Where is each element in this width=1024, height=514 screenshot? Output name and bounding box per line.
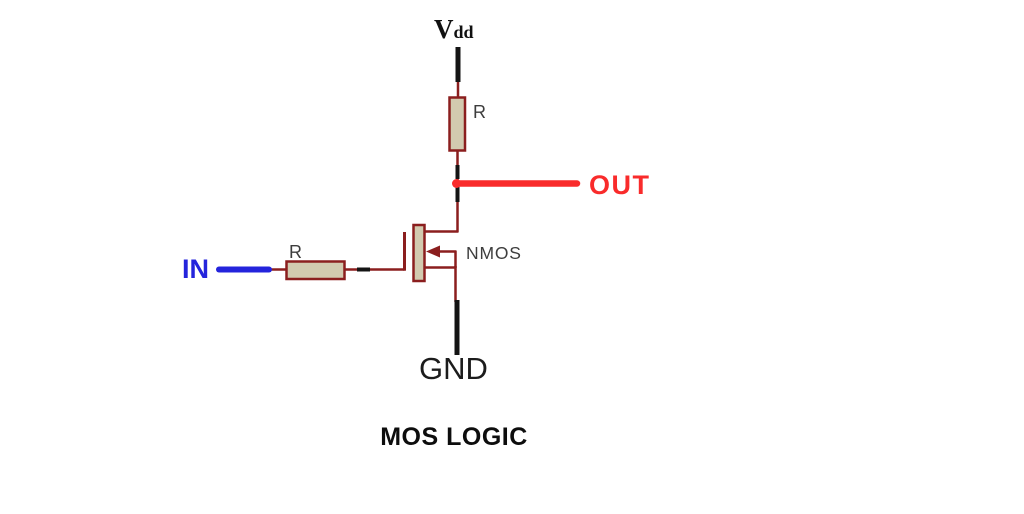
nmos-label: NMOS [466, 243, 522, 263]
out-label: OUT [589, 170, 651, 200]
in-label: IN [182, 254, 209, 284]
vdd-label-main: V [434, 14, 454, 44]
out-junction-dot [452, 179, 461, 188]
gate-resistor-label: R [289, 242, 302, 262]
vdd-label: Vdd [434, 14, 474, 44]
vdd-label-subscript: dd [454, 22, 474, 42]
nmos-channel-body [412, 223, 426, 283]
nmos-body-arrow-icon [426, 245, 440, 258]
diagram-title: MOS LOGIC [380, 423, 528, 451]
gnd-label: GND [419, 351, 488, 386]
load-resistor-body [448, 96, 467, 152]
load-resistor-label: R [473, 102, 486, 122]
gate-resistor-body [285, 260, 346, 281]
